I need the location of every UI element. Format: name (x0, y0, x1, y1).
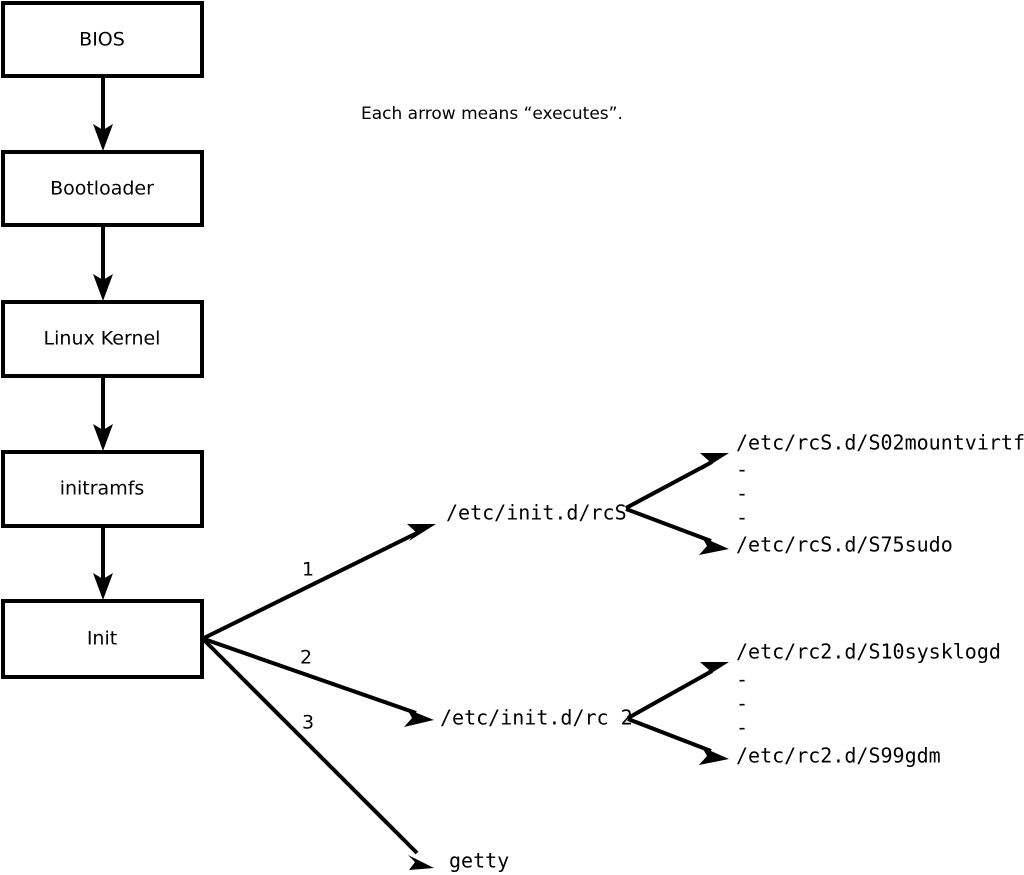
bootloader-label: Bootloader (50, 178, 154, 200)
arrowhead-icon (699, 537, 729, 555)
rc2-ellipsis-dash-3: - (736, 716, 748, 740)
arrow-initramfs-to-init (93, 526, 113, 600)
arrowhead-icon (93, 124, 113, 151)
node-bios[interactable]: BIOS (1, 1, 204, 78)
node-linux-kernel[interactable]: Linux Kernel (1, 300, 204, 378)
arrow-rcs-to-last-script (625, 507, 729, 555)
arrowhead-icon (93, 424, 113, 451)
arrow-rcs-to-first-script (625, 453, 729, 510)
arrowhead-icon (699, 747, 729, 765)
rcs-ellipsis-dash-2: - (736, 482, 748, 506)
branch-label-2: 2 (300, 647, 312, 669)
arrow-kernel-to-initramfs (93, 376, 113, 451)
node-init[interactable]: Init (1, 599, 204, 679)
rc2-child-first-label: /etc/rc2.d/S10sysklogd (736, 640, 1001, 664)
bios-box[interactable] (1, 1, 204, 78)
diagram-caption: Each arrow means “executes”. (361, 104, 623, 124)
rcs-ellipsis-dash-3: - (736, 506, 748, 530)
rc2-ellipsis-dash-1: - (736, 668, 748, 692)
node-label-rc2: /etc/init.d/rc 2 (440, 706, 633, 730)
arrowhead-icon (700, 453, 729, 470)
arrow-init-to-getty (202, 638, 434, 870)
initramfs-box[interactable] (1, 450, 204, 528)
rcs-ellipsis-dash-1: - (736, 458, 748, 482)
node-initramfs[interactable]: initramfs (1, 450, 204, 528)
arrow-bios-to-bootloader (93, 76, 113, 151)
init-box[interactable] (1, 599, 204, 679)
arrowhead-icon (404, 709, 434, 727)
rcs-child-first-label: /etc/rcS.d/S02mountvirtfs (736, 431, 1024, 455)
rcs-child-last-label: /etc/rcS.d/S75sudo (736, 533, 953, 557)
rc2-ellipsis-dash-2: - (736, 692, 748, 716)
bios-label: BIOS (79, 29, 125, 51)
arrowhead-icon (93, 573, 113, 600)
init-label: Init (87, 628, 117, 650)
arrow-init-to-rcs (203, 524, 436, 640)
arrow-rc2-to-last-script (627, 717, 729, 765)
arrow-init-to-rc2 (203, 637, 434, 727)
arrow-bootloader-to-kernel (93, 225, 113, 301)
node-label-getty: getty (449, 849, 509, 873)
arrow-rc2-to-first-script (627, 662, 729, 720)
branch-label-3: 3 (302, 712, 314, 734)
arrowhead-icon (408, 855, 434, 870)
linux-kernel-label: Linux Kernel (44, 328, 161, 350)
node-bootloader[interactable]: Bootloader (1, 150, 204, 227)
initramfs-label: initramfs (60, 478, 145, 500)
arrowhead-icon (407, 524, 436, 541)
node-label-rcs: /etc/init.d/rcS (446, 501, 627, 525)
arrowhead-icon (93, 274, 113, 301)
rc2-child-last-label: /etc/rc2.d/S99gdm (736, 744, 941, 768)
arrowhead-icon (700, 662, 729, 679)
branch-label-1: 1 (302, 559, 314, 581)
